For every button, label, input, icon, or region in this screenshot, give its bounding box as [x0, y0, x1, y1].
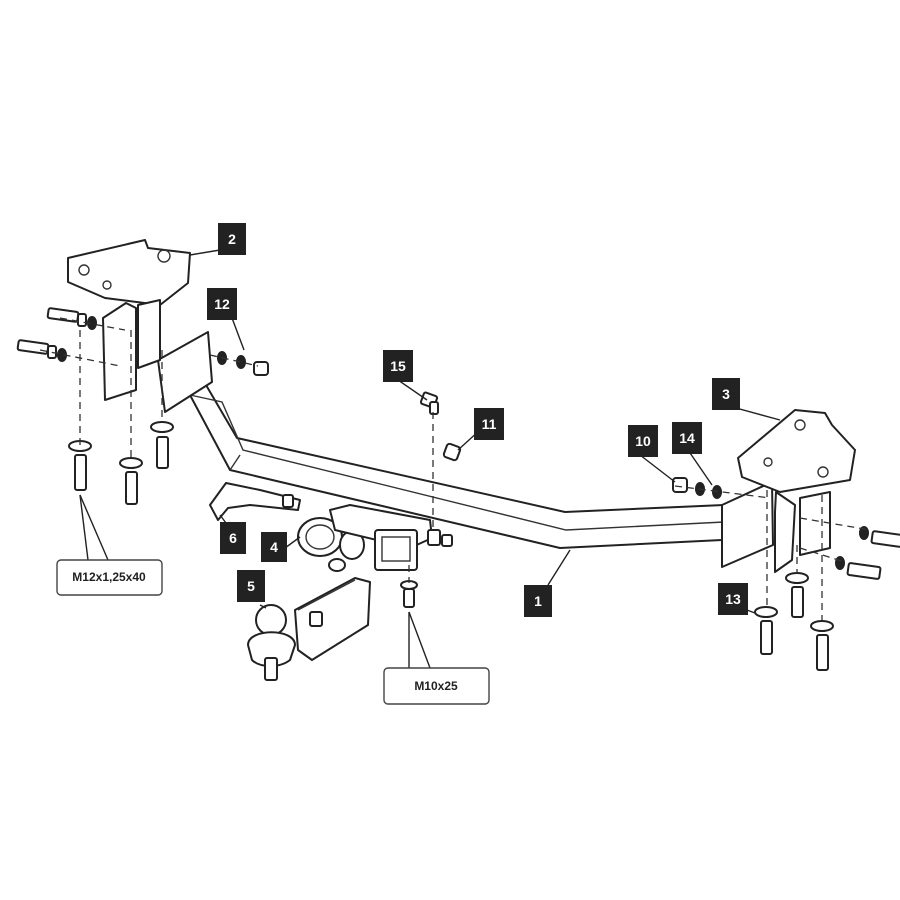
part-tag-2: 2: [218, 223, 246, 255]
bolt-spec-left-label: M12x1,25x40: [72, 570, 146, 584]
leader-lines: [79, 249, 781, 669]
bolt-spec-callout-center: M10x25: [383, 667, 490, 705]
part-tag-4-label: 4: [270, 539, 278, 555]
part-tag-10: 10: [628, 425, 658, 457]
part-tag-12-label: 12: [214, 296, 230, 312]
part-tag-2-label: 2: [228, 231, 236, 247]
bolt-spec-callout-left: M12x1,25x40: [56, 559, 163, 596]
receiver-and-ball: [247, 504, 453, 681]
part-tag-11-label: 11: [482, 416, 497, 432]
part-tag-5: 5: [237, 570, 265, 602]
part-tag-6-label: 6: [229, 530, 237, 546]
part-tag-6: 6: [220, 522, 246, 554]
part-tag-15: 15: [383, 350, 413, 382]
crossbar: [157, 331, 774, 568]
part-tag-1: 1: [524, 585, 552, 617]
part-tag-13: 13: [718, 583, 748, 615]
part-tag-11: 11: [474, 408, 504, 440]
bolt-spec-center-label: M10x25: [414, 679, 458, 693]
part-tag-5-label: 5: [247, 578, 255, 594]
part-tag-1-label: 1: [534, 593, 542, 609]
part-tag-10-label: 10: [635, 433, 651, 449]
nut-11: [442, 442, 462, 462]
part-tag-12: 12: [207, 288, 237, 320]
part-tag-14: 14: [672, 422, 702, 454]
electric-socket: [297, 517, 365, 572]
bolt-15: [419, 391, 439, 415]
assembly-lines: [39, 317, 871, 620]
right-bracket: [737, 409, 856, 573]
part-tag-15-label: 15: [390, 358, 406, 374]
part-tag-3-label: 3: [722, 386, 730, 402]
part-tag-4: 4: [261, 532, 287, 562]
part-tag-14-label: 14: [679, 430, 695, 446]
socket-bracket: [209, 482, 301, 521]
part-tag-13-label: 13: [725, 591, 741, 607]
part-tag-3: 3: [712, 378, 740, 410]
left-bracket: [67, 239, 191, 401]
bolt-12: [217, 351, 269, 376]
